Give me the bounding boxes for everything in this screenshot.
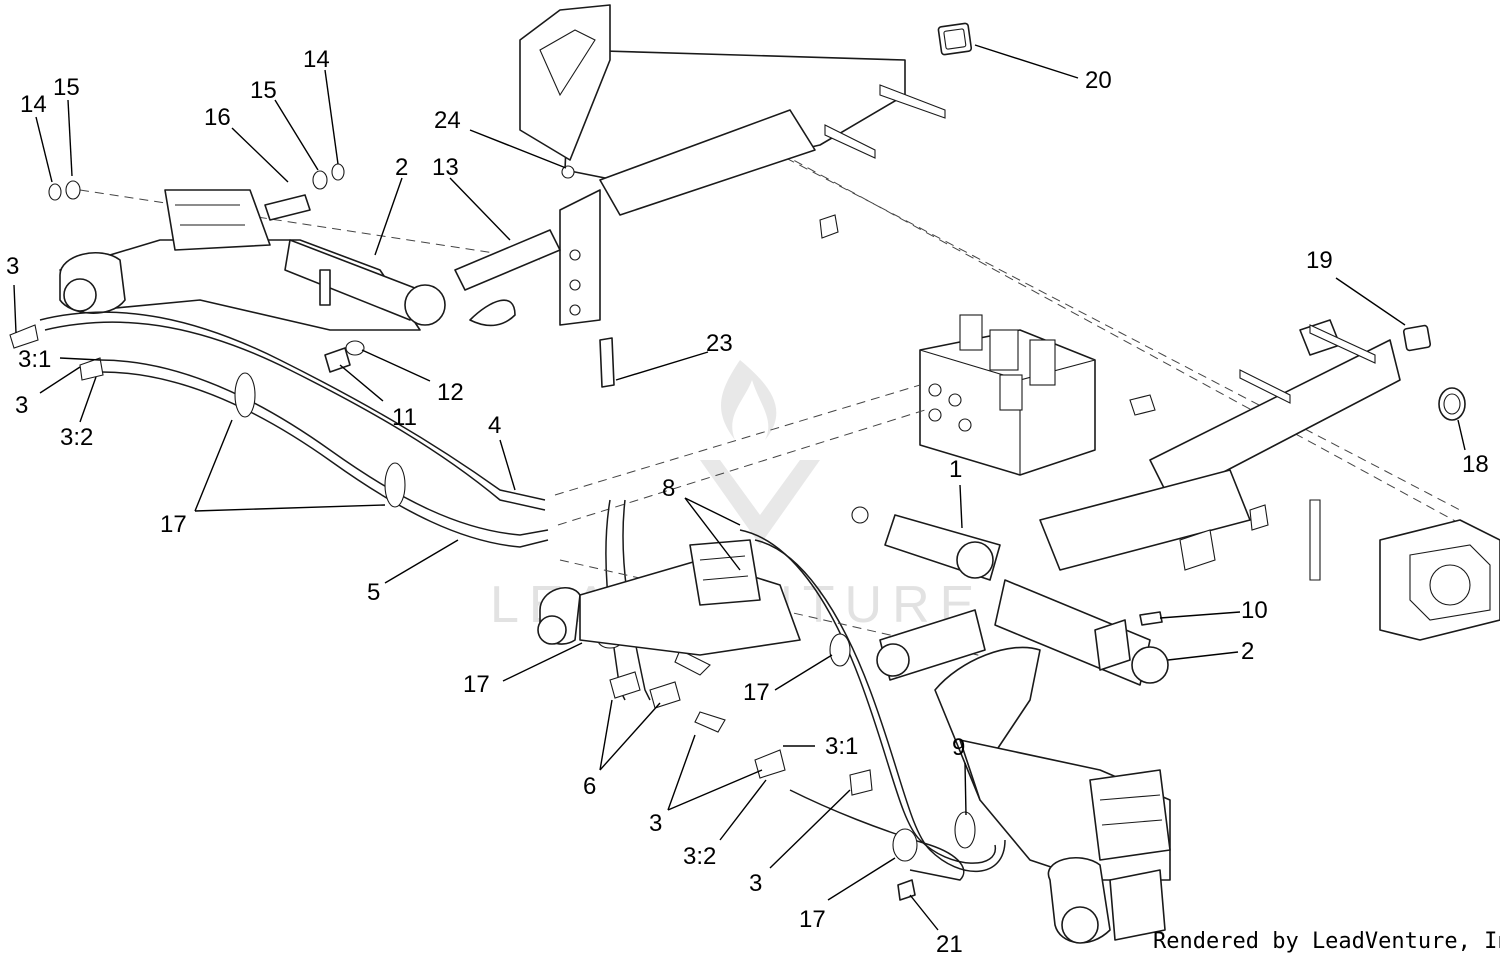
callout-3-1-left: 3:1 (18, 346, 51, 373)
callout-3-1-lower: 3:1 (825, 733, 858, 760)
callout-3-lower-left: 3 (649, 810, 662, 837)
callout-3-left-top: 3 (6, 253, 19, 280)
hydraulic-valve-block (919, 314, 1156, 476)
callout-21: 21 (936, 931, 963, 958)
leader-lines (13, 44, 1466, 931)
callout-20: 20 (1085, 67, 1112, 94)
callout-14-upper-left: 14 (20, 91, 47, 118)
callout-10: 10 (1241, 597, 1268, 624)
callout-2-upper: 2 (395, 154, 408, 181)
right-end-flange (1379, 519, 1500, 641)
callout-15-upper-right: 15 (250, 77, 277, 104)
callout-3-left-bottom: 3 (15, 392, 28, 419)
callout-5: 5 (367, 579, 380, 606)
callout-3-lower-right: 3 (749, 870, 762, 897)
callout-8: 8 (662, 475, 675, 502)
callout-24: 24 (434, 107, 461, 134)
callout-9: 9 (952, 734, 965, 761)
left-hoses (9, 311, 926, 548)
callout-13: 13 (432, 154, 459, 181)
callout-17-left: 17 (160, 511, 187, 538)
callout-12: 12 (437, 379, 464, 406)
center-arm-assembly (537, 539, 1171, 944)
callout-11: 11 (392, 404, 417, 431)
right-cylinder (851, 506, 1169, 686)
callout-3-2-left: 3:2 (60, 424, 93, 451)
callout-19: 19 (1306, 247, 1333, 274)
callout-17-center: 17 (743, 679, 770, 706)
left-arm-assembly (48, 163, 561, 373)
callout-18: 18 (1462, 451, 1489, 478)
callout-labels: 14 15 16 15 14 2 13 24 20 3 3:1 3 3:2 11… (6, 46, 1489, 958)
callout-16: 16 (204, 104, 231, 131)
main-axle-tube (519, 4, 1491, 541)
right-side-frame (1039, 319, 1401, 581)
callout-3-2-lower: 3:2 (683, 843, 716, 870)
callout-17-lower: 17 (799, 906, 826, 933)
callout-14-upper-right: 14 (303, 46, 330, 73)
loose-hardware (561, 22, 1466, 901)
callout-6: 6 (583, 773, 596, 800)
callout-15-upper-left: 15 (53, 74, 80, 101)
watermark-logo (700, 360, 820, 545)
center-hoses (597, 499, 1006, 881)
credit-text: Rendered by LeadVenture, Inc. (1153, 929, 1500, 954)
callout-17-center-left: 17 (463, 671, 490, 698)
callout-2-right: 2 (1241, 638, 1254, 665)
callout-4: 4 (488, 412, 501, 439)
callout-1: 1 (949, 456, 962, 483)
callout-23: 23 (706, 330, 733, 357)
